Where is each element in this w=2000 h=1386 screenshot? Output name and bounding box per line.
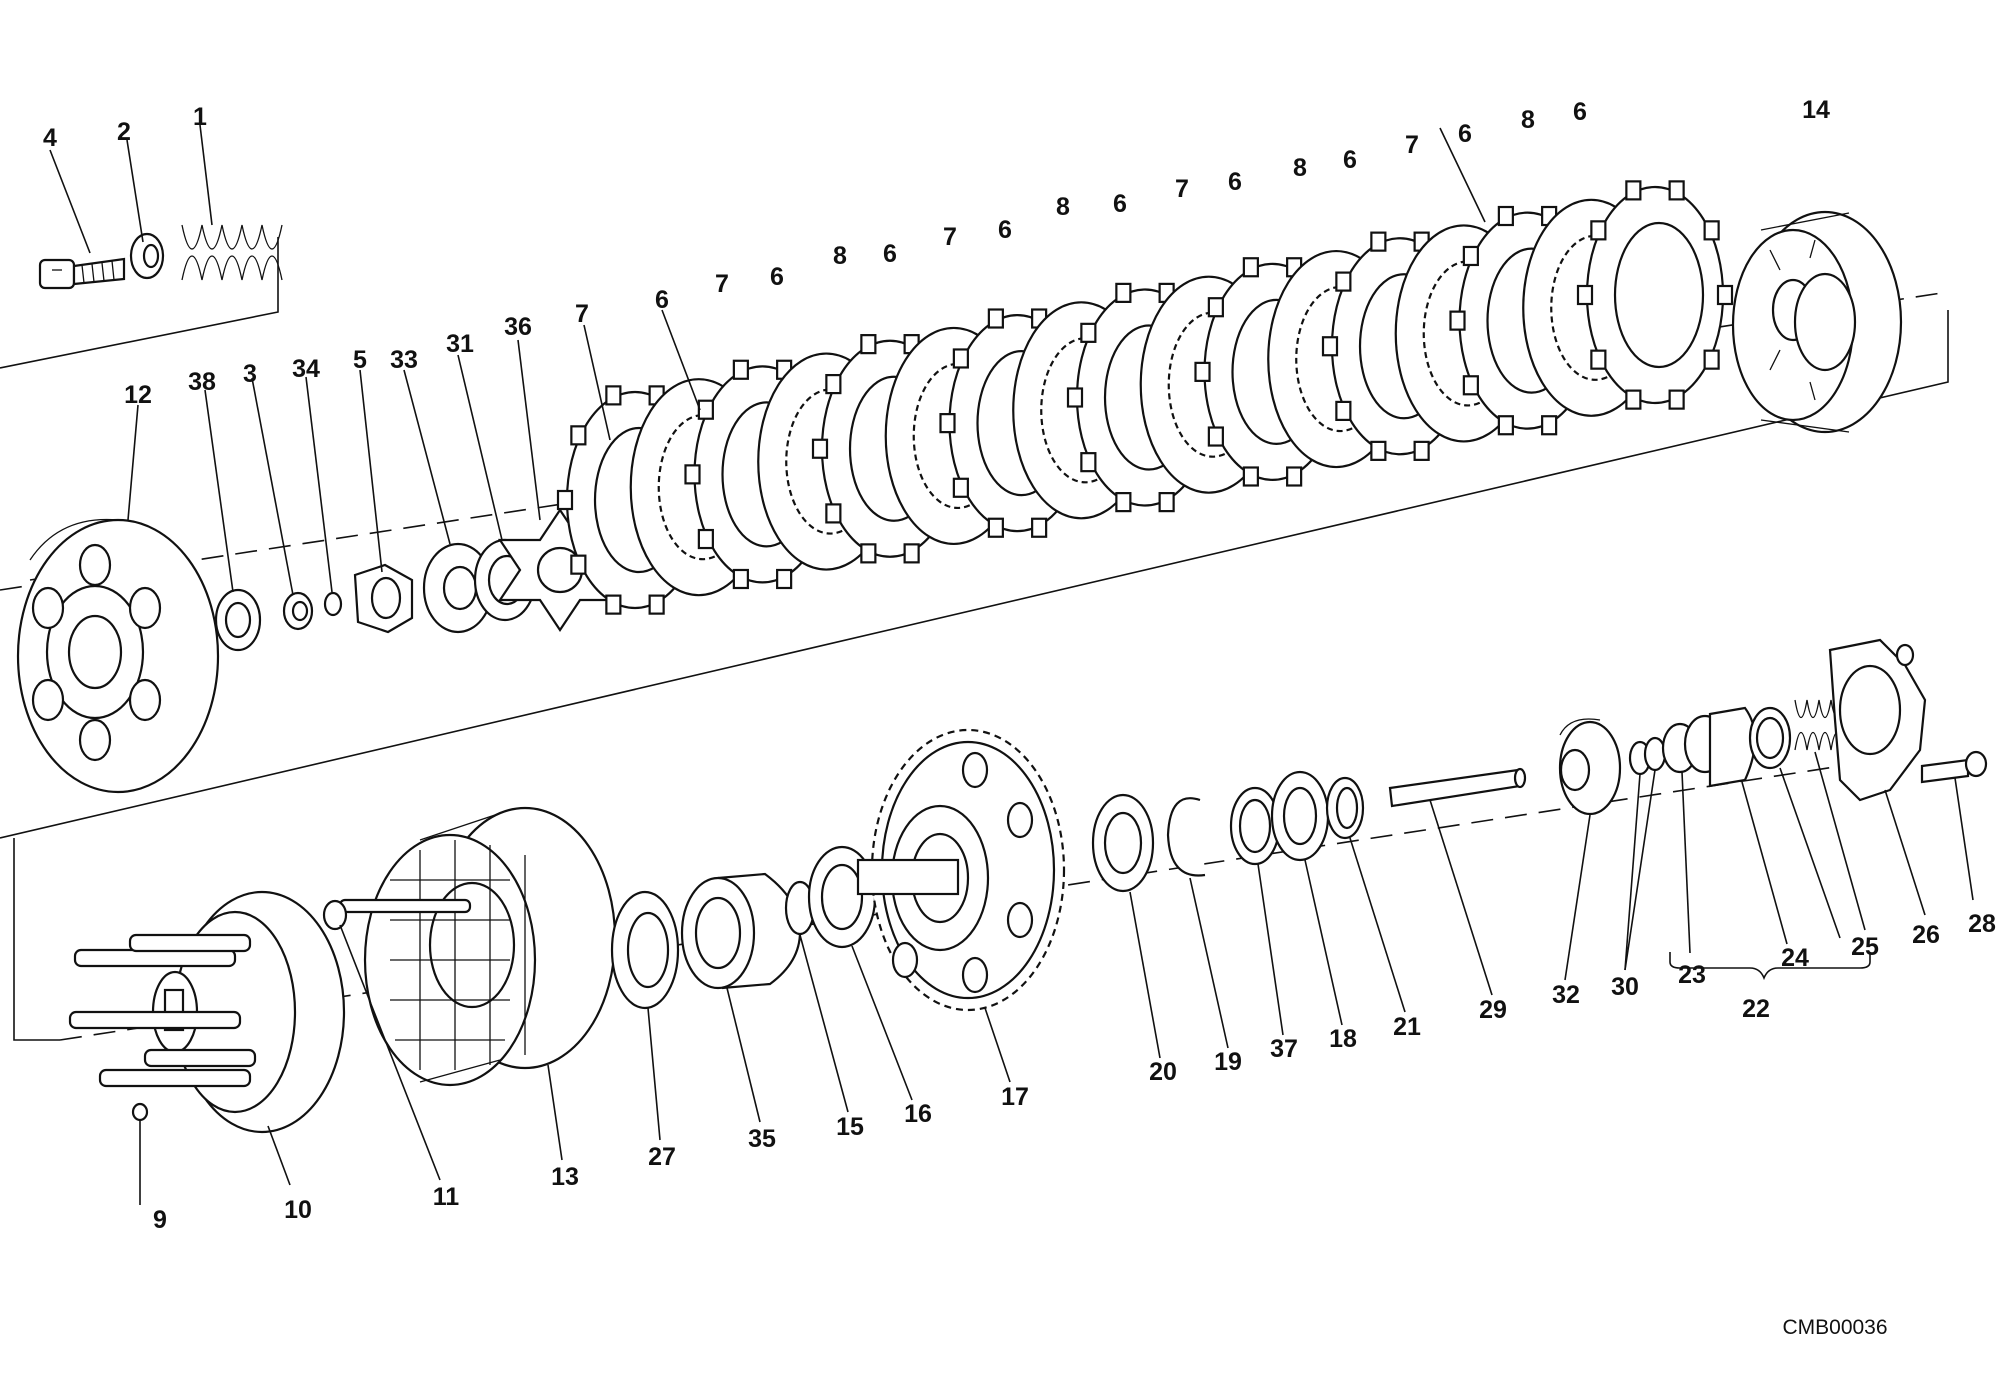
callout-label: 27	[648, 1143, 676, 1171]
callout-label: 21	[1393, 1013, 1421, 1041]
callout-labels: 4 2 1 12 38 3 34 5 33 31 36 7 6 7 6 8 6 …	[43, 96, 1996, 1234]
bearing-part-18	[1270, 770, 1330, 862]
callout-label: 9	[153, 1206, 167, 1234]
callout-label: 1	[193, 103, 207, 131]
callout-label: 7	[715, 270, 729, 298]
callout-label: 7	[575, 300, 589, 328]
callout-label: 18	[1329, 1025, 1357, 1053]
spring-retainer-group	[38, 224, 283, 290]
hub-part-10	[68, 890, 346, 1134]
callout-label: 15	[836, 1113, 864, 1141]
screw-part-4	[38, 257, 126, 290]
callout-label: 26	[1912, 921, 1940, 949]
callout-label: 6	[770, 263, 784, 291]
drawing-reference-code: CMB00036	[1782, 1316, 1887, 1339]
callout-label: 37	[1270, 1035, 1298, 1063]
callout-label: 29	[1479, 996, 1507, 1024]
callout-label: 3	[243, 360, 257, 388]
lock-washer-part-33	[422, 542, 494, 634]
callout-label: 6	[1228, 168, 1242, 196]
clutch-plate-stack	[556, 180, 1734, 615]
callout-label: 28	[1968, 910, 1996, 938]
callout-label: 13	[551, 1163, 579, 1191]
callout-label: 6	[883, 240, 897, 268]
washer-part-2	[129, 232, 165, 280]
callout-label: 16	[904, 1100, 932, 1128]
callout-label: 2	[117, 118, 131, 146]
callout-label: 8	[1521, 106, 1535, 134]
pushrod-part-29	[1388, 767, 1527, 808]
callout-label: 7	[1175, 175, 1189, 203]
callout-label: 6	[998, 216, 1012, 244]
cylinder-ring	[1708, 706, 1756, 788]
callout-label: 36	[504, 313, 532, 341]
callout-label: 33	[390, 346, 418, 374]
callout-label: 6	[1343, 146, 1357, 174]
clutch-drum-part-14	[1731, 210, 1903, 434]
callout-label: 8	[1056, 193, 1070, 221]
callout-label: 7	[943, 223, 957, 251]
callout-label: 10	[284, 1196, 312, 1224]
pressure-plate-part-12	[16, 518, 220, 794]
callout-label: 6	[1573, 98, 1587, 126]
washer-part-27	[610, 890, 680, 1010]
callout-label: 11	[433, 1183, 460, 1211]
nut-part-5	[353, 563, 414, 634]
circlip-part-19	[1166, 797, 1206, 877]
seal-part-24	[1748, 706, 1792, 770]
callout-label: 34	[292, 355, 320, 383]
seal-rings-part-30	[1628, 736, 1667, 776]
callout-label: 6	[1458, 120, 1472, 148]
bearing-part-20	[1091, 793, 1155, 893]
leader-lines	[49, 124, 1974, 1205]
callout-label: 8	[833, 242, 847, 270]
slave-cylinder-part-26	[1828, 638, 1927, 802]
callout-label: 38	[188, 368, 216, 396]
bushing-part-3	[282, 591, 314, 631]
bushing-part-35	[680, 872, 802, 990]
ring-part-37	[1229, 786, 1281, 866]
callout-label: 12	[124, 381, 152, 409]
callout-label: 22	[1742, 995, 1770, 1023]
friction-plate	[1576, 180, 1734, 410]
callout-label: 19	[1214, 1048, 1242, 1076]
callout-label: 7	[1405, 131, 1419, 159]
group-bracket-22	[1669, 952, 1871, 981]
hub-studs	[68, 933, 257, 1088]
screw-part-28	[1920, 750, 1988, 784]
callout-label: 6	[1113, 190, 1127, 218]
callout-label: 35	[748, 1125, 776, 1153]
callout-label: 4	[43, 124, 57, 152]
callout-label: 32	[1552, 981, 1580, 1009]
callout-label: 8	[1293, 154, 1307, 182]
callout-label: 31	[446, 330, 474, 358]
clutch-basket-part-13	[322, 806, 617, 1087]
star-plate-part-36	[497, 508, 623, 632]
piston-part-32	[1558, 718, 1622, 816]
callout-label: 6	[655, 286, 669, 314]
callout-label: 5	[353, 346, 367, 374]
o-ring-part-34	[323, 591, 343, 617]
callout-label: 25	[1851, 933, 1879, 961]
bearing-part-38	[214, 588, 262, 652]
callout-label: 24	[1781, 944, 1809, 972]
callout-label: 23	[1678, 961, 1706, 989]
primary-gear-part-17	[856, 728, 1066, 1012]
spring-part-1	[181, 224, 283, 281]
callout-label: 20	[1149, 1058, 1177, 1086]
callout-label: 30	[1611, 973, 1639, 1001]
callout-label: 14	[1802, 96, 1830, 124]
seal-kit-part-22	[1661, 706, 1792, 788]
shim-part-21	[1325, 776, 1365, 840]
callout-label: 17	[1001, 1083, 1029, 1111]
